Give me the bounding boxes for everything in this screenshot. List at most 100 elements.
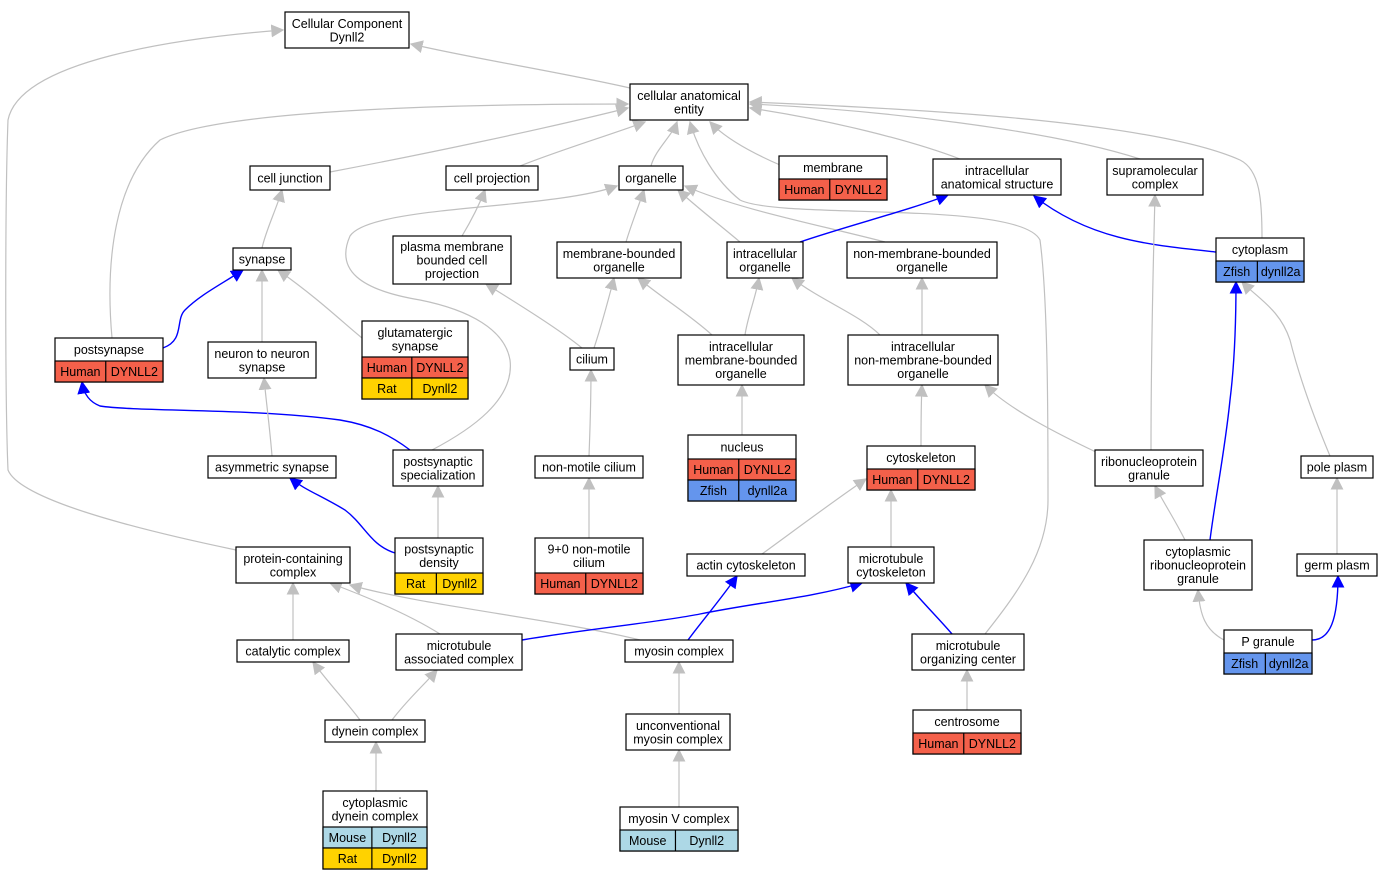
node-box [392, 449, 484, 487]
node-box [726, 241, 804, 279]
node-label-line: actin cytoskeleton [696, 559, 795, 573]
node-box [569, 347, 615, 371]
node-label-line: microtubule [427, 639, 492, 653]
node-label-line: postsynapse [74, 343, 144, 357]
node-label-line: membrane [803, 161, 863, 175]
node-myosin_complex[interactable]: myosin complex [624, 639, 734, 663]
node-cell_projection[interactable]: cell projection [445, 165, 539, 191]
annotation-row-rat [361, 377, 469, 400]
annotation-row-human [534, 572, 644, 595]
species-label: Mouse [629, 834, 667, 848]
node-cell_junction[interactable]: cell junction [249, 165, 331, 191]
node-box [1094, 449, 1204, 487]
edge-cytoskeleton-to-intracellular_non_membrane_bounded_organelle [914, 383, 928, 447]
node-label-line: Dynll2 [330, 30, 365, 44]
gene-label: dynll2a [1269, 657, 1309, 671]
node-box [324, 719, 426, 743]
node-germ_plasm[interactable]: germ plasm [1296, 553, 1378, 577]
edge-p_granule-to-germ_plasm [1311, 574, 1345, 641]
node-label-line: synapse [239, 360, 286, 374]
node-box [1106, 158, 1204, 196]
node-label-line: myosin complex [633, 732, 723, 746]
node-label-line: cytoplasmic [342, 796, 407, 810]
edge-asymmetric_synapse-to-neuron_to_neuron_synapse [258, 376, 273, 457]
annotation-row-zfish [1215, 260, 1305, 283]
node-non_motile_cilium[interactable]: non-motile cilium [534, 455, 644, 479]
edge-protein_containing_complex-to-root [5, 24, 285, 551]
edge-ribonucleoprotein_granule-to-intracellular_non_membrane_bounded_organelle [984, 384, 1099, 454]
gene-label: Dynll2 [442, 577, 477, 591]
node-box [207, 455, 337, 479]
node-catalytic_complex[interactable]: catalytic complex [236, 639, 350, 663]
edge-dynein_complex-to-microtubule_associated_complex [391, 669, 438, 721]
node-label-line: intracellular [733, 247, 797, 261]
node-synapse[interactable]: synapse [232, 247, 292, 271]
edge-glutamatergic_synapse-to-synapse [276, 269, 363, 339]
edge-intracellular_membrane_bounded_organelle-to-intracellular_organelle [744, 276, 764, 336]
edge-membrane-to-cellular_anatomical_entity [709, 121, 781, 166]
node-label-line: organizing center [920, 652, 1016, 666]
node-pole_plasm[interactable]: pole plasm [1300, 455, 1374, 479]
edge-non_motile_cilium-to-cilium [584, 368, 598, 457]
node-label-line: synapse [239, 253, 286, 267]
species-label: Rat [338, 852, 358, 866]
node-label-line: specialization [400, 468, 475, 482]
node-label-line: bounded cell [417, 254, 488, 268]
edge-microtubule_organizing_center-to-cellular_anatomical_entity [686, 120, 1049, 635]
node-intracellular_non_membrane_bounded_organelle[interactable]: intracellularnon-membrane-boundedorganel… [847, 334, 999, 386]
node-box [932, 158, 1062, 196]
node-box [686, 553, 806, 577]
node-label-line: organelle [593, 260, 644, 274]
node-box [534, 455, 644, 479]
node-box [677, 334, 805, 386]
node-label-line: non-membrane-bounded [853, 247, 991, 261]
edge-cytoplasm-to-cellular_anatomical_entity [748, 95, 1263, 239]
edge-supramolecular_complex-to-cellular_anatomical_entity [748, 98, 1141, 160]
species-label: Rat [406, 577, 426, 591]
node-dynein_complex[interactable]: dynein complex [324, 719, 426, 743]
edge-intracellular_membrane_bounded_organelle-to-membrane_bounded_organelle [636, 277, 713, 336]
node-organelle[interactable]: organelle [618, 165, 684, 191]
edge-microtubule_associated_complex-to-microtubule_cytoskeleton [521, 579, 864, 641]
node-label-line: cellular anatomical [637, 89, 741, 103]
edge-microtubule_organizing_center-to-microtubule_cytoskeleton [905, 582, 953, 635]
annotation-row-human [54, 360, 164, 383]
node-actin_cytoskeleton[interactable]: actin cytoskeleton [686, 553, 806, 577]
node-box [629, 83, 749, 121]
node-box [235, 546, 351, 584]
species-label: Human [918, 737, 958, 751]
node-asymmetric_synapse[interactable]: asymmetric synapse [207, 455, 337, 479]
node-cilium[interactable]: cilium [569, 347, 615, 371]
node-label-line: ribonucleoprotein [1150, 559, 1246, 573]
